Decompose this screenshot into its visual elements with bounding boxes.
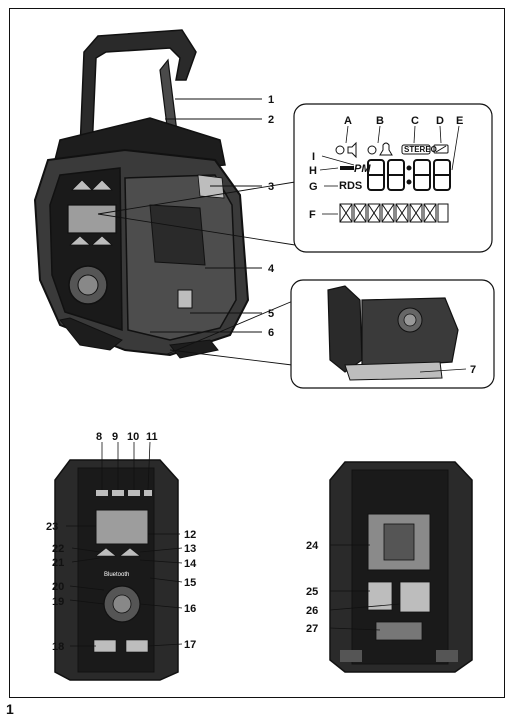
text-segment-row [339, 203, 449, 223]
main-radio [33, 29, 250, 359]
main-lcd-window [67, 204, 117, 234]
callout-21: 21 [52, 557, 64, 569]
rds-indicator: RDS [339, 180, 362, 192]
back-leader-lines [329, 544, 401, 631]
callout-25: 25 [306, 586, 318, 598]
figure-number: 1 [6, 701, 14, 717]
front-leader-lines [66, 441, 183, 647]
front-view: Bluetooth [54, 459, 179, 681]
lcd-label-g: G [309, 181, 318, 193]
lcd-label-b: B [376, 115, 384, 127]
callout-4: 4 [268, 263, 275, 275]
stereo-text: STEREO [404, 145, 437, 154]
lcd-label-f: F [309, 209, 316, 221]
callout-22: 22 [52, 543, 64, 555]
callout-1: 1 [268, 94, 274, 106]
callout-7: 7 [470, 364, 476, 376]
callout-24: 24 [306, 540, 319, 552]
stereo-indicator [401, 144, 431, 155]
callout-18: 18 [52, 641, 64, 653]
lcd-label-i: I [312, 151, 315, 163]
bluetooth-label: Bluetooth [104, 572, 129, 578]
lcd-label-d: D [436, 115, 444, 127]
callout-10: 10 [127, 431, 139, 443]
figure-frame [9, 8, 505, 698]
time-digits [367, 159, 451, 191]
lcd-label-a: A [344, 115, 352, 127]
alarm-clock-icon [335, 145, 345, 155]
main-leader-lines [97, 98, 301, 366]
alarm-clock-icon [367, 145, 377, 155]
callout-27: 27 [306, 623, 318, 635]
lcd-label-e: E [456, 115, 463, 127]
callout-13: 13 [184, 543, 196, 555]
lcd-label-c: C [411, 115, 419, 127]
callout-12: 12 [184, 529, 196, 541]
callout-23: 23 [46, 521, 58, 533]
lcd-label-h: H [309, 165, 317, 177]
callout-20: 20 [52, 581, 64, 593]
front-lcd-window [95, 509, 149, 545]
callout-3: 3 [268, 181, 274, 193]
battery-icon [433, 144, 449, 154]
bell-icon [379, 142, 393, 156]
callout-8: 8 [96, 431, 102, 443]
callout-5: 5 [268, 308, 274, 320]
callout-15: 15 [184, 577, 196, 589]
callout-19: 19 [52, 596, 64, 608]
callout-16: 16 [184, 603, 196, 615]
sleep-icon [340, 166, 354, 170]
callout-6: 6 [268, 327, 274, 339]
callout-17: 17 [184, 639, 196, 651]
lcd-detail-panel: STEREO PM RDS [293, 103, 493, 253]
callout-2: 2 [268, 114, 274, 126]
volume-icon [347, 141, 357, 159]
back-view [329, 461, 473, 673]
callout-26: 26 [306, 605, 318, 617]
bottom-detail-panel: 7 [290, 279, 495, 389]
callout-11: 11 [146, 431, 158, 443]
callout-9: 9 [112, 431, 118, 443]
callout-14: 14 [184, 558, 197, 570]
